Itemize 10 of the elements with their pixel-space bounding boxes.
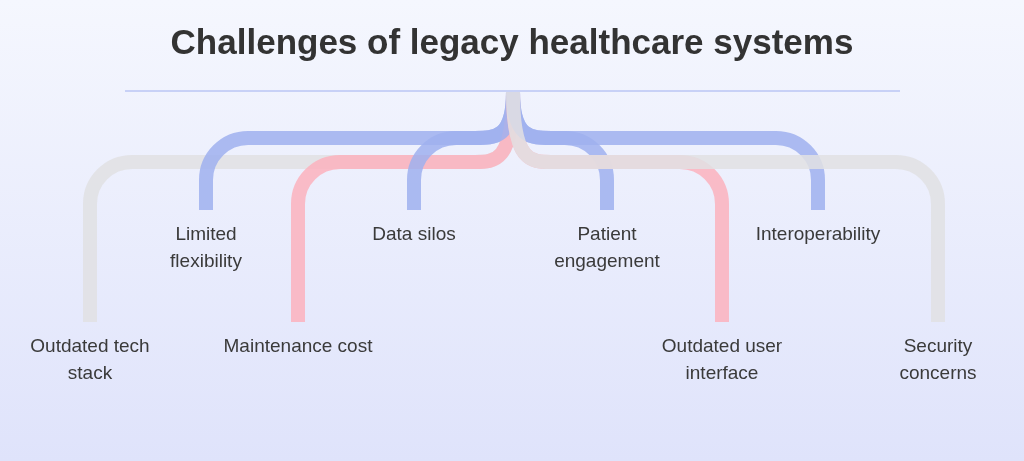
challenge-label: Outdated tech stack: [30, 334, 150, 385]
challenge-label: Maintenance cost: [223, 334, 373, 358]
challenge-label: Interoperability: [755, 222, 881, 246]
challenge-label: Data silos: [372, 222, 456, 246]
title: Challenges of legacy healthcare systems: [169, 22, 855, 62]
challenge-label: Limited flexibility: [169, 222, 243, 273]
connector-line: [506, 91, 945, 322]
challenge-label: Outdated user interface: [660, 334, 784, 385]
challenge-label: Patient engagement: [553, 222, 661, 273]
challenge-label: Security concerns: [898, 334, 978, 385]
